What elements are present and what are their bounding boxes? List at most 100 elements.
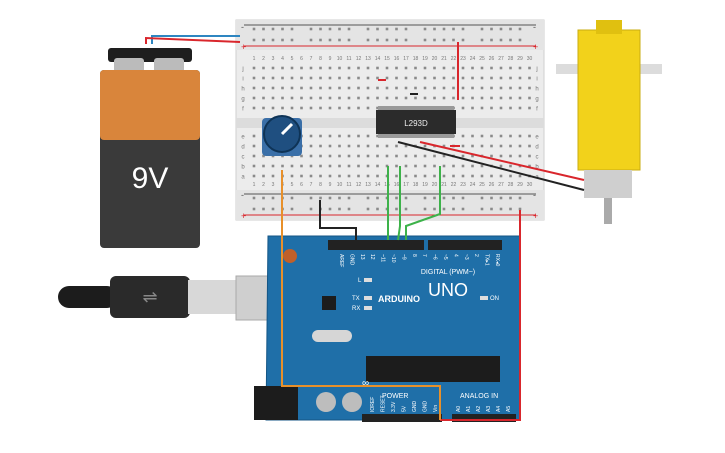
grid-hole [509,96,512,100]
grid-hole [300,164,303,168]
rail-hole [509,38,512,42]
row-label: f [536,107,538,113]
led-tx [364,296,372,300]
grid-hole [309,174,313,178]
grid-hole [404,96,408,100]
grid-hole [480,134,484,138]
grid-hole [319,134,322,138]
grid-hole [528,96,531,100]
grid-hole [414,66,417,70]
grid-hole [452,96,455,100]
grid-hole [366,106,370,110]
rail-hole [281,27,284,31]
grid-hole [452,174,455,178]
rail-hole [366,196,370,200]
column-label: 22 [451,182,457,188]
grid-hole [252,144,256,148]
column-label: 14 [375,56,381,62]
column-label: 20 [432,56,438,62]
analog-pin-label: A3 [486,406,492,412]
grid-hole [404,76,408,80]
power-pin-label: GND [423,401,429,413]
column-label: 15 [384,56,390,62]
rail-hole [404,207,408,211]
row-label: h [535,87,538,93]
grid-hole [528,164,531,168]
grid-hole [262,66,265,70]
rail-hole [366,38,370,42]
grid-hole [395,164,398,168]
grid-hole [480,66,484,70]
column-label: 30 [527,182,533,188]
grid-hole [509,144,512,148]
column-label: 1 [253,182,256,188]
grid-hole [442,154,446,158]
header-digital-left [328,240,424,250]
column-label: 21 [441,56,447,62]
grid-hole [528,106,531,110]
grid-hole [347,154,351,158]
grid-hole [357,174,360,178]
grid-hole [461,96,465,100]
grid-hole [528,144,531,148]
column-label: 27 [498,56,504,62]
grid-hole [480,86,484,90]
usb-icon: ⇌ [142,287,157,307]
rail-hole [480,196,484,200]
grid-hole [414,96,417,100]
grid-hole [376,86,379,90]
grid-hole [471,106,474,110]
rail-hole [328,38,332,42]
grid-hole [385,66,389,70]
grid-hole [423,96,427,100]
grid-hole [338,66,341,70]
rail-plus-label-top-right: + [533,42,538,52]
grid-hole [423,144,427,148]
wire-green-2 [397,166,401,241]
column-label: 8 [319,56,322,62]
rail-hole [480,38,484,42]
grid-hole [281,66,284,70]
grid-hole [471,76,474,80]
grid-hole [376,174,379,178]
rail-hole [423,27,427,31]
grid-hole [357,144,360,148]
rail-hole [262,38,265,42]
grid-hole [490,76,493,80]
rail-hole [395,38,398,42]
rail-hole [281,38,284,42]
rail-hole [328,196,332,200]
column-label: 2 [262,182,265,188]
analog-pin-label: A1 [466,406,472,412]
grid-hole [452,66,455,70]
grid-hole [328,174,332,178]
grid-hole [490,144,493,148]
grid-hole [290,174,294,178]
grid-hole [366,174,370,178]
column-label: 11 [346,56,351,62]
row-label: f [242,107,244,113]
grid-hole [518,96,522,100]
grid-hole [290,106,294,110]
grid-hole [357,134,360,138]
wire-pot-orange [281,170,441,420]
grid-hole [252,164,256,168]
grid-hole [518,134,522,138]
grid-hole [328,76,332,80]
rail-plus-label-top: + [241,42,246,52]
grid-hole [433,86,436,90]
reset-button[interactable] [283,249,297,263]
rail-hole [509,196,512,200]
column-label: 29 [517,182,523,188]
power-pin-label: IOREF [370,397,376,412]
battery-top-label [100,70,200,140]
rail-hole [290,38,294,42]
rail-hole [433,38,436,42]
digital-pin-label: GND [348,254,354,266]
grid-hole [385,76,389,80]
grid-hole [357,66,360,70]
digital-pin-label: ~5 [442,254,448,260]
grid-hole [376,154,379,158]
row-label: d [241,145,244,151]
